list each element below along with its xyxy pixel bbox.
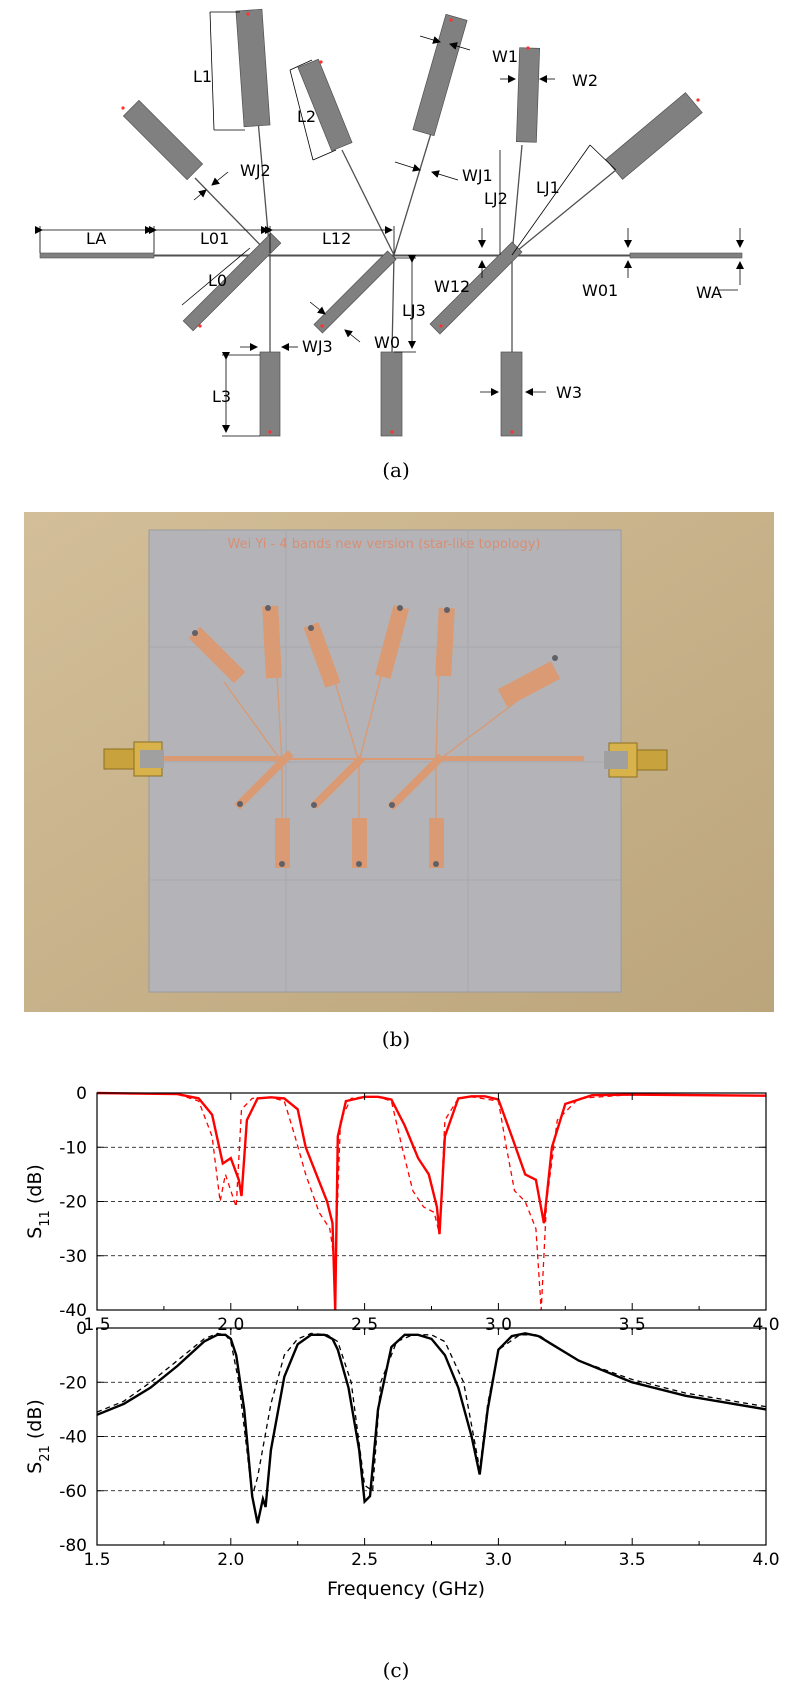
label-L1: L1: [193, 67, 212, 86]
s11-solid-line: [96, 1091, 767, 1311]
label-LJ1: LJ1: [536, 178, 560, 197]
y-tick-label: -20: [59, 1373, 87, 1393]
y-tick-label: -10: [59, 1138, 87, 1158]
x-tick-label: 3.5: [619, 1550, 646, 1570]
filter-schematic: L1 W1 W2 L2 WJ2 WJ1 LJ2 LJ1 LA L01 L12 L…: [35, 8, 744, 437]
label-L01: L01: [200, 229, 229, 248]
label-L2: L2: [297, 107, 316, 126]
label-LJ3: LJ3: [402, 301, 426, 320]
stubs: [122, 8, 703, 437]
stub-L2: [297, 58, 353, 152]
main-line-left: [39, 252, 155, 259]
x-tick-label: 1.5: [83, 1315, 110, 1335]
label-WA: WA: [696, 283, 722, 302]
label-L3: L3: [212, 387, 231, 406]
via-markers: [121, 12, 700, 434]
fabricated-board-photo: Wei Yi - 4 bands new version (star-like …: [24, 512, 774, 1012]
stub-J1: [605, 92, 703, 180]
y-tick-label: -60: [59, 1482, 87, 1502]
label-WJ2: WJ2: [240, 161, 271, 180]
label-L0: L0: [208, 271, 227, 290]
x-tick-label: 4.0: [752, 1315, 779, 1335]
x-tick-label: 2.0: [217, 1315, 244, 1335]
solder-vias: [192, 605, 558, 867]
y-axis-label: S11 (dB): [24, 1164, 53, 1239]
label-LA: LA: [86, 229, 106, 248]
y-tick-label: -80: [59, 1536, 87, 1556]
y-tick-label: -40: [59, 1301, 87, 1321]
stub-J2: [122, 99, 204, 181]
x-tick-label: 2.5: [351, 1315, 378, 1335]
stub-L3-2: [380, 351, 403, 437]
dimension-lines: [35, 11, 744, 437]
y-tick-label: -30: [59, 1247, 87, 1267]
label-W2: W2: [572, 71, 598, 90]
label-WJ3: WJ3: [302, 337, 333, 356]
stub-L1: [235, 8, 271, 128]
caption-b: (b): [381, 1027, 411, 1051]
x-tick-label: 1.5: [83, 1550, 110, 1570]
y-axis-label: S21 (dB): [24, 1399, 53, 1474]
label-W01: W01: [582, 281, 618, 300]
y-tick-label: 0: [76, 1084, 87, 1104]
x-tick-label: 2.5: [351, 1550, 378, 1570]
x-tick-label: 3.5: [619, 1315, 646, 1335]
caption-c: (c): [382, 1658, 410, 1682]
y-tick-label: -40: [59, 1428, 87, 1448]
stub-L0-2: [313, 250, 397, 334]
x-tick-label: 3.0: [485, 1315, 512, 1335]
s21-xlabel: Frequency (GHz): [327, 1578, 485, 1600]
s11-dashed-line: [96, 1092, 767, 1311]
x-tick-label: 4.0: [752, 1550, 779, 1570]
label-W3: W3: [556, 383, 582, 402]
stub-L3-3: [500, 351, 523, 437]
connector-left: [103, 741, 164, 777]
x-tick-label: 2.0: [217, 1550, 244, 1570]
label-WJ1: WJ1: [462, 166, 493, 185]
caption-a: (a): [382, 458, 410, 482]
label-W1: W1: [492, 47, 518, 66]
label-LJ2: LJ2: [484, 189, 508, 208]
label-W0: W0: [374, 333, 400, 352]
s11-chart: 1.5 2.0 2.5 3.0 3.5 4.0 0 -10 -20 -30 -40 S11 (dB): [24, 1084, 780, 1335]
board-title: Wei Yi - 4 bands new version (star-like …: [227, 537, 540, 552]
label-W12: W12: [434, 277, 470, 296]
stub-L3-1: [259, 351, 281, 437]
label-L12: L12: [322, 229, 351, 248]
main-line-right: [629, 252, 743, 259]
s21-solid-line: [96, 1332, 767, 1524]
stub-W2: [516, 47, 540, 143]
s21-dashed-line: [96, 1332, 767, 1497]
connector-right: [604, 742, 668, 778]
y-tick-label: 0: [76, 1319, 87, 1339]
copper-patterns: [164, 605, 584, 868]
x-tick-label: 3.0: [485, 1550, 512, 1570]
stub-W1: [412, 13, 468, 137]
s21-chart: 1.5 2.0 2.5 3.0 3.5 4.0 0 -20 -40 -60 -80 S21 (dB): [24, 1319, 780, 1570]
stub-L0-3: [429, 241, 523, 335]
stub-L0-1: [182, 232, 282, 332]
y-tick-label: -20: [59, 1193, 87, 1213]
